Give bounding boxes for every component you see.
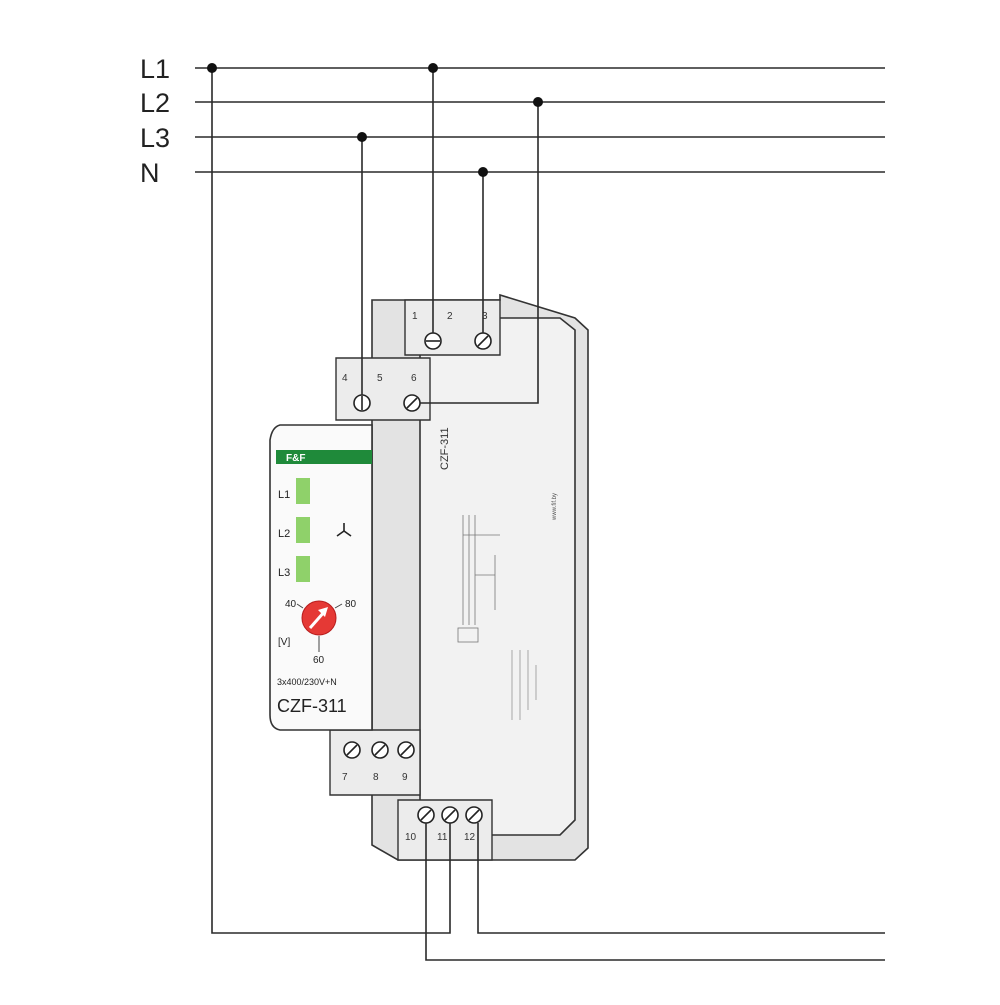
junction-dot-l1-left (207, 63, 217, 73)
side-website: www.fif.by (552, 493, 558, 521)
channel-label-l3: L3 (278, 567, 290, 579)
terminal-number-8: 8 (373, 772, 379, 783)
led-l2 (296, 517, 310, 543)
bus-label-l3: L3 (140, 123, 170, 153)
wire-l2-to-terminal-6 (420, 102, 539, 404)
bus-lines (195, 67, 885, 173)
wire-l1-to-terminal-11 (211, 68, 451, 934)
junction-dot-n (478, 167, 488, 177)
terminal-number-7: 7 (342, 772, 348, 783)
bus-labels: L1 L2 L3 N (140, 54, 170, 188)
side-model-label: CZF-311 (439, 427, 451, 470)
terminals-7-8-9: 7 8 9 (342, 741, 415, 783)
rating-label: 3x400/230V+N (277, 677, 337, 687)
terminal-number-9: 9 (402, 772, 408, 783)
threshold-knob[interactable]: 40 80 60 [V] (278, 599, 357, 666)
wire-terminal-10-output (425, 823, 885, 961)
bus-label-l1: L1 (140, 54, 170, 84)
wiring (211, 68, 885, 961)
arrow-knob-icon (308, 607, 328, 629)
brand-band (276, 450, 372, 464)
brand-logo: F&F (286, 453, 305, 464)
device-front-face (269, 424, 373, 731)
knob-scale-mid: 60 (313, 655, 325, 666)
junction-dot-l1 (428, 63, 438, 73)
knob-scale-max: 80 (345, 599, 357, 610)
channel-label-l2: L2 (278, 528, 290, 540)
channel-label-l1: L1 (278, 489, 290, 501)
terminal-number-6: 6 (411, 373, 417, 384)
knob-scale-min: 40 (285, 599, 297, 610)
junction-dot-l2 (533, 97, 543, 107)
side-spec-lines (511, 650, 537, 720)
terminal-number-3: 3 (482, 311, 488, 322)
terminal-number-5: 5 (377, 373, 383, 384)
terminal-number-2: 2 (447, 311, 453, 322)
terminal-number-12: 12 (464, 832, 476, 843)
bus-label-n: N (140, 158, 160, 188)
wire-terminal-12-output (477, 823, 885, 934)
junction-dots (207, 63, 543, 177)
terminals-4-5-6: 4 5 6 (342, 373, 421, 412)
terminal-number-10: 10 (405, 832, 417, 843)
led-l1 (296, 478, 310, 504)
three-phase-star-icon (336, 523, 352, 537)
relay-device: F&F L1 L2 L3 40 80 60 [V] (269, 293, 589, 861)
model-label: CZF-311 (277, 696, 347, 716)
device-side-flat (419, 317, 576, 836)
side-schematic (457, 515, 500, 643)
terminal-number-11: 11 (437, 832, 448, 843)
terminal-number-1: 1 (412, 311, 418, 322)
terminal-block-bottom-front (329, 729, 421, 796)
terminal-number-4: 4 (342, 373, 348, 384)
bus-label-l2: L2 (140, 88, 170, 118)
junction-dot-l3 (357, 132, 367, 142)
led-l3 (296, 556, 310, 582)
knob-unit: [V] (278, 637, 290, 648)
